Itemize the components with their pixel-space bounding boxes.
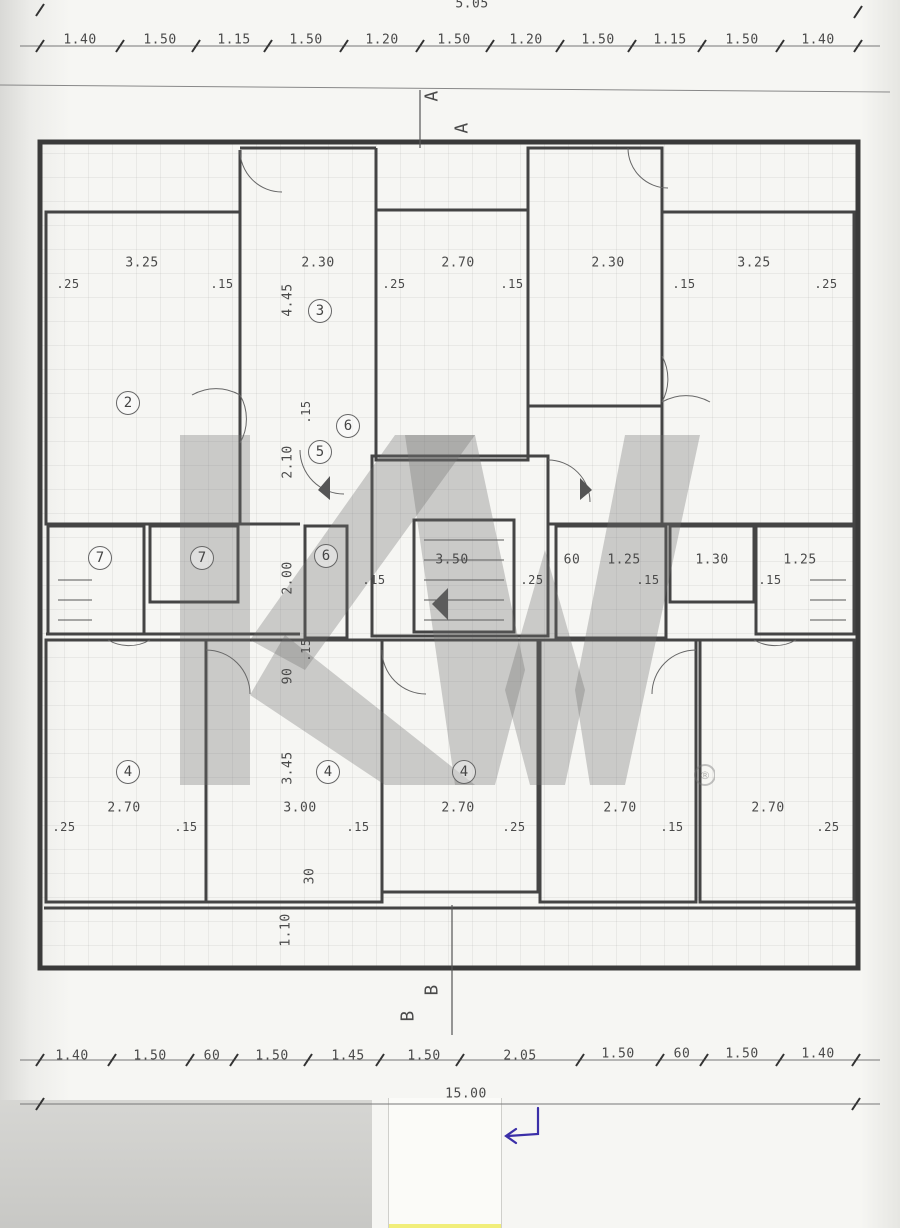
wall-lower-4: .25 <box>502 820 526 834</box>
room-number-6-lower: 6 <box>314 544 338 568</box>
top-dim-4: 1.50 <box>289 32 323 48</box>
scan-shadow <box>0 1100 372 1228</box>
room-number-5: 5 <box>308 440 332 464</box>
top-partial-dimension: 5.05 <box>455 0 489 12</box>
room-number-2: 2 <box>116 391 140 415</box>
wall-middle-5: .15 <box>636 573 660 587</box>
room-dim-upper-4: 2.30 <box>591 255 625 271</box>
bottom-dim-10: 1.50 <box>725 1046 759 1062</box>
bottom-dim-2: 1.50 <box>133 1048 167 1064</box>
wall-middle-1: .15 <box>299 400 313 424</box>
dim-vertical-1-10: 1.10 <box>278 913 294 947</box>
wall-lower-1: .25 <box>52 820 76 834</box>
wall-lower-5: .15 <box>660 820 684 834</box>
top-dim-7: 1.20 <box>509 32 543 48</box>
wall-middle-2: .15 <box>362 573 386 587</box>
room-number-4-middle: 4 <box>316 760 340 784</box>
floor-tile-grid <box>40 140 860 970</box>
bottom-dim-4: 1.50 <box>255 1048 289 1064</box>
bottom-dim-3: 60 <box>203 1048 221 1064</box>
dim-vertical-4-45: 4.45 <box>280 283 296 317</box>
room-dim-lower-2: 3.00 <box>283 800 317 816</box>
bottom-dim-8: 1.50 <box>601 1046 635 1062</box>
dim-vertical-3-45: 3.45 <box>280 751 296 785</box>
top-dim-1: 1.40 <box>63 32 97 48</box>
top-dim-8: 1.50 <box>581 32 615 48</box>
top-dim-5: 1.20 <box>365 32 399 48</box>
top-dim-10: 1.50 <box>725 32 759 48</box>
wall-lower-2: .15 <box>174 820 198 834</box>
bottom-dim-11: 1.40 <box>801 1046 835 1062</box>
room-dim-lower-4: 2.70 <box>603 800 637 816</box>
section-mark-b-2: B <box>421 984 443 996</box>
room-dim-lower-1: 2.70 <box>107 800 141 816</box>
room-dim-upper-3: 2.70 <box>441 255 475 271</box>
dim-vertical-2-00: 2.00 <box>280 561 296 595</box>
top-dim-9: 1.15 <box>653 32 687 48</box>
wall-upper-3: .25 <box>382 277 406 291</box>
room-number-6-upper: 6 <box>336 414 360 438</box>
top-dim-11: 1.40 <box>801 32 835 48</box>
wall-middle-3: .15 <box>299 638 313 662</box>
room-dim-middle-60: 60 <box>563 552 581 568</box>
bottom-dim-5: 1.45 <box>331 1048 365 1064</box>
section-mark-a-2: A <box>451 122 473 134</box>
bottom-dim-7: 2.05 <box>503 1048 537 1064</box>
wall-upper-2: .15 <box>210 277 234 291</box>
wall-upper-4: .15 <box>500 277 524 291</box>
room-number-7-right: 7 <box>190 546 214 570</box>
top-dim-6: 1.50 <box>437 32 471 48</box>
room-dim-middle-1-30: 1.30 <box>695 552 729 568</box>
room-dim-upper-2: 2.30 <box>301 255 335 271</box>
wall-upper-6: .25 <box>814 277 838 291</box>
top-dim-3: 1.15 <box>217 32 251 48</box>
wall-middle-4: .25 <box>520 573 544 587</box>
room-number-7-left: 7 <box>88 546 112 570</box>
sticky-paper <box>388 1098 502 1228</box>
room-dim-upper-5: 3.25 <box>737 255 771 271</box>
dim-vertical-2-10: 2.10 <box>280 445 296 479</box>
room-dim-stair: 3.50 <box>435 552 469 568</box>
section-mark-a-1: A <box>421 90 443 102</box>
room-dim-middle-1-25: 1.25 <box>607 552 641 568</box>
wall-upper-5: .15 <box>672 277 696 291</box>
wall-upper-1: .25 <box>56 277 80 291</box>
room-number-4-right: 4 <box>452 760 476 784</box>
bottom-dim-9: 60 <box>673 1046 691 1062</box>
room-dim-middle-1-25b: 1.25 <box>783 552 817 568</box>
handwritten-arrow-icon <box>504 1106 540 1145</box>
wall-middle-6: .15 <box>758 573 782 587</box>
section-mark-b-1: B <box>397 1010 419 1022</box>
wall-lower-3: .15 <box>346 820 370 834</box>
wall-lower-6: .25 <box>816 820 840 834</box>
room-number-3: 3 <box>308 299 332 323</box>
room-dim-upper-1: 3.25 <box>125 255 159 271</box>
overall-width-dimension: 15.00 <box>445 1086 487 1102</box>
room-dim-lower-3: 2.70 <box>441 800 475 816</box>
bottom-dim-6: 1.50 <box>407 1048 441 1064</box>
room-dim-lower-5: 2.70 <box>751 800 785 816</box>
dim-vertical-30: 30 <box>302 867 318 885</box>
dim-vertical-90: 90 <box>280 667 296 685</box>
room-number-4-left: 4 <box>116 760 140 784</box>
top-dim-2: 1.50 <box>143 32 177 48</box>
bottom-dim-1: 1.40 <box>55 1048 89 1064</box>
